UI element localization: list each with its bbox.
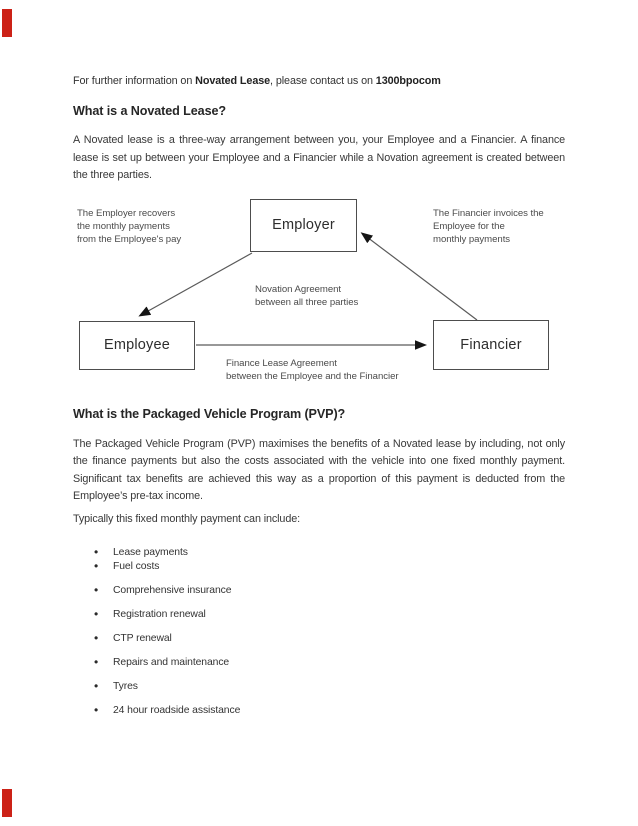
included-costs-list: Lease payments Fuel costs Comprehensive … [73, 545, 565, 718]
document-content: For further information on Novated Lease… [0, 0, 638, 718]
contact-phone: 1300bpocom [375, 75, 441, 87]
paragraph-novated-lease: A Novated lease is a three-way arrangeme… [73, 134, 565, 181]
list-item: Tyres [94, 679, 565, 694]
diagram-arrows [138, 231, 478, 350]
list-intro: Typically this fixed monthly payment can… [73, 512, 300, 525]
diagram-note-novation-agreement: Novation Agreement between all three par… [255, 283, 359, 308]
list-item: Repairs and maintenance [94, 655, 565, 670]
diagram-note-financier-invoices: The Financier invoices the Employee for … [433, 207, 544, 245]
heading-pvp: What is the Packaged Vehicle Program (PV… [73, 406, 346, 421]
list-item: CTP renewal [94, 631, 565, 646]
contact-line: For further information on Novated Lease… [73, 0, 565, 88]
diagram-box-financier: Financier [433, 319, 549, 370]
red-edge-marker-bottom [2, 789, 12, 817]
list-item: Comprehensive insurance [94, 583, 565, 598]
contact-text-1: For further information on [73, 75, 196, 87]
diagram-box-employee: Employee [79, 320, 195, 370]
diagram-note-finance-lease-agreement: Finance Lease Agreement between the Empl… [226, 357, 399, 382]
contact-product-name: Novated Lease [195, 75, 271, 87]
contact-text-2: , please contact us on [270, 75, 376, 87]
list-item: Fuel costs [94, 559, 565, 574]
diagram-box-employer: Employer [250, 198, 357, 252]
list-item: Lease payments [94, 545, 565, 560]
heading-novated-lease: What is a Novated Lease? [73, 104, 226, 118]
diagram-note-employer-recovers: The Employer recovers the monthly paymen… [77, 207, 182, 245]
arrow-financier-to-employer [360, 231, 478, 320]
list-item: 24 hour roadside assistance [94, 703, 565, 718]
novated-lease-diagram: Employer Employee Financier The Employer… [0, 194, 638, 390]
list-item: Registration renewal [94, 607, 565, 622]
red-edge-marker-top [2, 9, 12, 37]
arrow-employer-to-employee [138, 251, 253, 316]
paragraph-pvp: The Packaged Vehicle Program (PVP) maxim… [73, 437, 565, 503]
